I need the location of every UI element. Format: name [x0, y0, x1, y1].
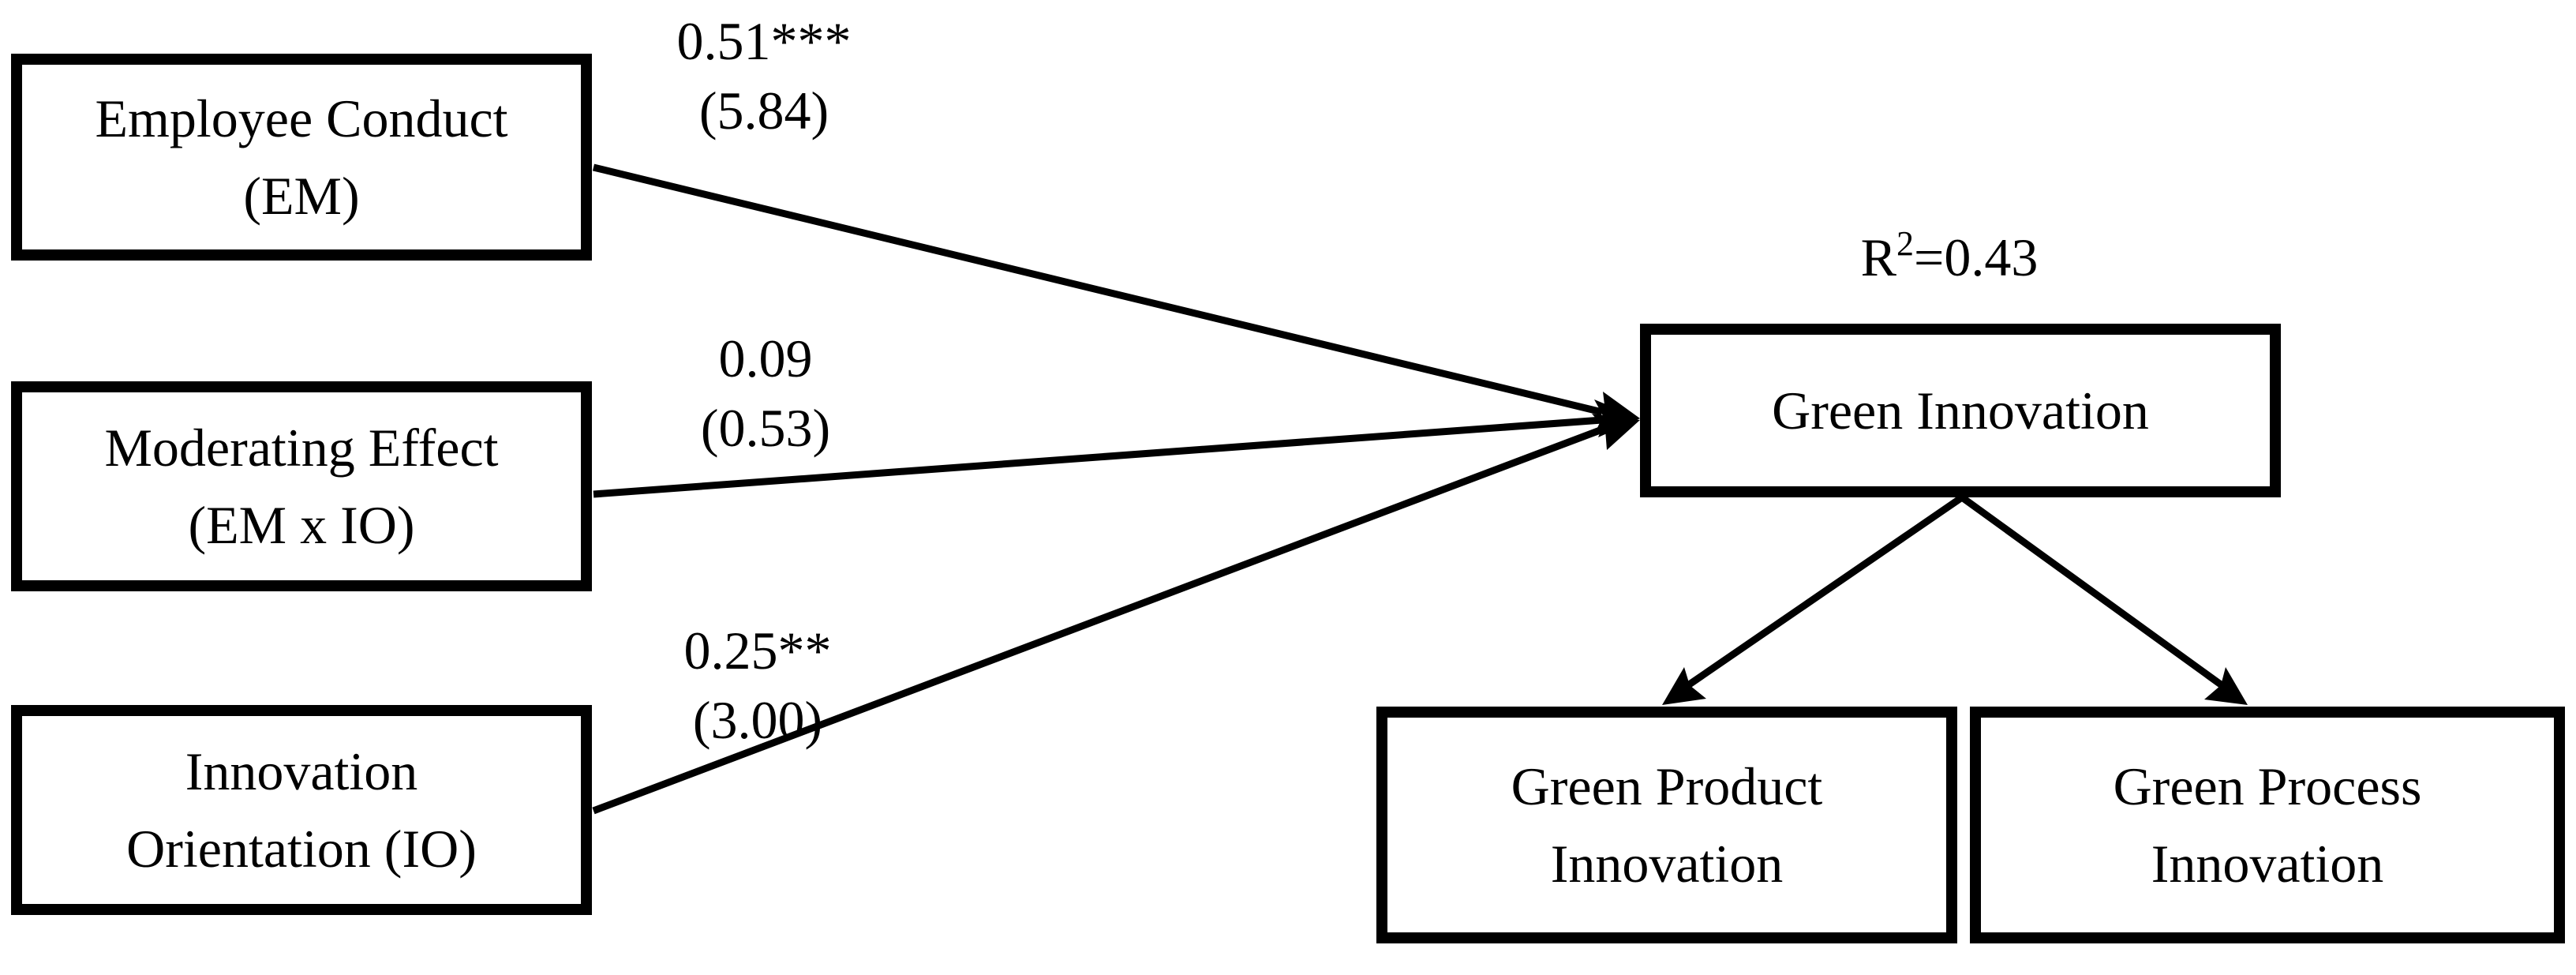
path-t-value-em: (5.84): [698, 81, 829, 141]
arrowhead-em-to-green-innovation: [1596, 392, 1640, 431]
node-green-product-innovation-line2: Innovation: [1550, 834, 1784, 894]
node-green-innovation: Green Innovation: [1640, 324, 2281, 497]
r-squared-value: =0.43: [1914, 227, 2039, 287]
node-employee-conduct-line1: Employee Conduct: [95, 88, 508, 148]
edge-green-innovation-to-process: [1960, 494, 2226, 690]
r-squared-superscript: 2: [1896, 224, 1914, 263]
node-green-product-innovation: Green Product Innovation: [1376, 707, 1957, 943]
path-t-value-io: (3.00): [692, 690, 823, 750]
path-coefficient-moderating: 0.09: [718, 328, 813, 388]
node-innovation-orientation-line2: Orientation (IO): [126, 819, 477, 879]
node-employee-conduct-line2: (EM): [243, 166, 360, 226]
node-innovation-orientation: Innovation Orientation (IO): [11, 705, 592, 915]
arrowhead-green-innovation-to-process: [2204, 667, 2248, 705]
edge-label-moderating-to-green-innovation: 0.09 (0.53): [639, 324, 892, 463]
r-squared-label: R2=0.43: [1807, 223, 2091, 292]
arrowhead-moderating-to-green-innovation: [1594, 399, 1640, 437]
node-moderating-effect-line1: Moderating Effect: [104, 418, 499, 478]
path-t-value-moderating: (0.53): [700, 398, 831, 458]
path-coefficient-io: 0.25**: [683, 621, 832, 681]
arrowhead-green-innovation-to-product: [1662, 667, 1706, 705]
arrowhead-io-to-green-innovation: [1592, 414, 1640, 450]
edge-green-innovation-to-product: [1683, 494, 1964, 690]
node-innovation-orientation-line1: Innovation: [185, 741, 418, 801]
node-green-process-innovation-line1: Green Process: [2113, 756, 2422, 816]
node-moderating-effect-line2: (EM x IO): [188, 495, 415, 555]
node-employee-conduct: Employee Conduct (EM): [11, 54, 592, 261]
r-squared-symbol: R: [1860, 227, 1896, 287]
node-moderating-effect: Moderating Effect (EM x IO): [11, 381, 592, 591]
node-green-product-innovation-line1: Green Product: [1511, 756, 1823, 816]
node-green-innovation-line1: Green Innovation: [1772, 381, 2149, 441]
node-green-process-innovation: Green Process Innovation: [1970, 707, 2565, 943]
edge-label-io-to-green-innovation: 0.25** (3.00): [631, 616, 884, 755]
path-coefficient-em: 0.51***: [676, 11, 852, 71]
edge-label-em-to-green-innovation: 0.51*** (5.84): [622, 6, 906, 145]
node-green-process-innovation-line2: Innovation: [2151, 834, 2384, 894]
